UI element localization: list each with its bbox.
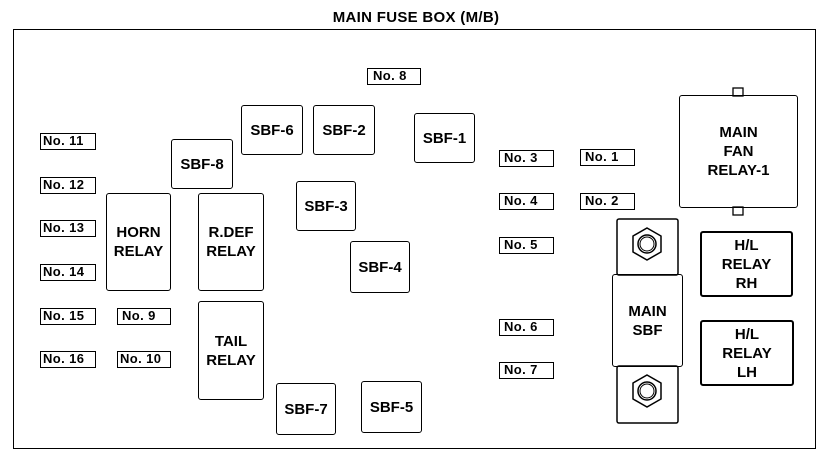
sbf-5: SBF-5 [361, 381, 422, 433]
fuse-no-3: No. 3 [499, 150, 554, 167]
main-fan-relay-1: MAIN FAN RELAY-1 [679, 95, 798, 208]
fuse-no-12: No. 12 [40, 177, 96, 194]
sbf-7: SBF-7 [276, 383, 336, 435]
sbf-1: SBF-1 [414, 113, 475, 163]
fuse-no-2: No. 2 [580, 193, 635, 210]
fuse-no-6: No. 6 [499, 319, 554, 336]
fuse-no-4: No. 4 [499, 193, 554, 210]
headlight-relay-rh: H/L RELAY RH [700, 231, 793, 297]
fuse-no-1: No. 1 [580, 149, 635, 166]
fuse-no-13: No. 13 [40, 220, 96, 237]
tail-relay: TAIL RELAY [198, 301, 264, 400]
fuse-box-outline [13, 29, 816, 449]
fuse-no-10: No. 10 [117, 351, 171, 368]
rear-defogger-relay: R.DEF RELAY [198, 193, 264, 291]
horn-relay: HORN RELAY [106, 193, 171, 291]
headlight-relay-lh: H/L RELAY LH [700, 320, 794, 386]
sbf-4: SBF-4 [350, 241, 410, 293]
sbf-2: SBF-2 [313, 105, 375, 155]
main-sbf: MAIN SBF [612, 274, 683, 367]
sbf-6: SBF-6 [241, 105, 303, 155]
fuse-no-16: No. 16 [40, 351, 96, 368]
sbf-8: SBF-8 [171, 139, 233, 189]
diagram-title: MAIN FUSE BOX (M/B) [332, 9, 500, 26]
fuse-no-5: No. 5 [499, 237, 554, 254]
fuse-no-8: No. 8 [367, 68, 421, 85]
fuse-no-7: No. 7 [499, 362, 554, 379]
fuse-no-14: No. 14 [40, 264, 96, 281]
fuse-no-15: No. 15 [40, 308, 96, 325]
fuse-no-11: No. 11 [40, 133, 96, 150]
fuse-no-9: No. 9 [117, 308, 171, 325]
sbf-3: SBF-3 [296, 181, 356, 231]
